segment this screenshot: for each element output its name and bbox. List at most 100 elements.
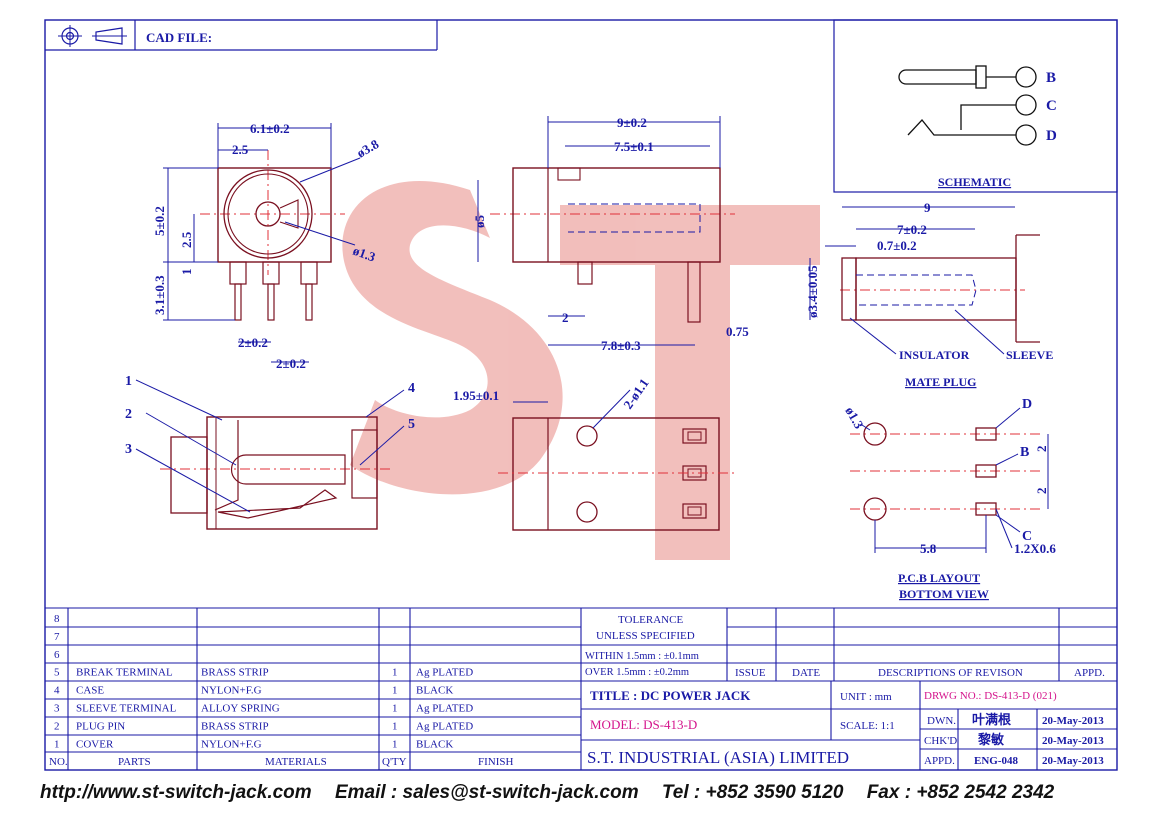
email-link[interactable]: Email : sales@st-switch-jack.com [334,782,639,803]
bom-finish: BLACK [416,685,453,697]
dim-inner: 7.5±0.1 [614,139,654,154]
bom-no: 8 [54,613,60,625]
title-block-grid [45,607,1117,770]
dim-plug-dia: ø3.4±0.05 [805,265,820,318]
bom-no: 3 [54,703,60,715]
drawing-title: TITLE : DC POWER JACK [590,688,751,703]
dim-pitch-2: 2±0.2 [276,356,306,371]
dim-holes: 2-ø1.1 [620,376,652,412]
appd-date: 20-May-2013 [1042,755,1104,767]
dim-length: 9±0.2 [617,115,647,130]
appd-name: ENG-048 [974,755,1019,767]
callout-1: 1 [125,374,132,389]
pcb-pin-b: B [1020,445,1029,460]
cad-header: CAD FILE: [45,20,438,51]
bom-material: BRASS STRIP [201,667,269,679]
pcb-layout: ø1.3 D B C 2 2 5.8 1.2X0.6 P.C.B LAYOUT … [842,397,1056,601]
bom-finish: Ag PLATED [416,720,473,732]
tolerance-block: TOLERANCE UNLESS SPECIFIED WITHIN 1.5mm … [585,614,699,678]
bom-part: SLEEVE TERMINAL [76,703,177,715]
pcb-dim-5-8: 5.8 [920,541,937,556]
revision-appd: APPD. [1074,667,1105,679]
pcb-hole-dia: ø1.3 [842,404,867,432]
chk-date: 20-May-2013 [1042,735,1104,747]
cad-file-label: CAD FILE: [146,30,212,45]
bom-header-no: NO. [49,756,68,768]
bom-material: ALLOY SPRING [201,703,280,715]
dim-1-95: 1.95±0.1 [453,388,499,403]
drawing-number: DRWG NO.: DS-413-D (021) [924,690,1057,702]
bom-headers: NO. PARTS MATERIALS Q'TY FINISH [49,756,514,768]
tolerance-over: OVER 1.5mm : ±0.2mm [585,667,689,678]
revision-issue: ISSUE [735,667,766,679]
dim-plug-7: 7±0.2 [897,222,927,237]
appd-label: APPD. [924,755,955,767]
bom-material: NYLON+F.G [201,738,262,750]
bom-finish: BLACK [416,738,453,750]
tolerance-subtitle: UNLESS SPECIFIED [596,630,695,642]
pcb-pin-d: D [1022,397,1032,412]
schematic-label: SCHEMATIC [938,175,1011,189]
dwn-label: DWN. [927,715,956,727]
bom-part: COVER [76,738,114,750]
website-link[interactable]: http://www.st-switch-jack.com [40,782,312,803]
dim-pin-dia: ø1.3 [351,243,378,265]
pcb-slot: 1.2X0.6 [1014,541,1056,556]
bom-finish: Ag PLATED [416,667,473,679]
bom-no: 4 [54,685,60,697]
schematic-pin-c: C [1046,98,1057,114]
mate-plug: 9 7±0.2 0.7±0.2 ø3.4±0.05 INSULATOR SLEE… [805,200,1053,389]
bom-qty: 1 [392,738,398,750]
dim-pitch-1: 2±0.2 [238,335,268,350]
schematic-pin-d: D [1046,128,1057,144]
bom-no: 6 [54,649,60,661]
dim-plug-07: 0.7±0.2 [877,238,917,253]
dim-2: 2 [562,310,569,325]
unit: UNIT : mm [840,691,892,703]
pcb-dim-2a: 2 [1034,446,1049,453]
revision-desc: DESCRIPTIONS OF REVISON [878,667,1023,679]
dim-height: 5±0.2 [152,206,167,236]
projection-symbol-icon [58,25,127,47]
bom-qty: 1 [392,720,398,732]
bom-material: BRASS STRIP [201,720,269,732]
callout-5: 5 [408,417,415,432]
mate-plug-label: MATE PLUG [905,375,976,389]
bom-material: NYLON+F.G [201,685,262,697]
side-view: 9±0.2 7.5±0.1 ø5 2 7.8±0.3 0.75 [472,115,749,353]
dim-hole-dia: ø3.8 [354,136,382,161]
dwn-date: 20-May-2013 [1042,715,1104,727]
contact-footer: http://www.st-switch-jack.com Email : sa… [40,782,1140,808]
bom-no: 7 [54,631,60,643]
dim-7-8: 7.8±0.3 [601,338,641,353]
bom-finish: Ag PLATED [416,703,473,715]
bom-header-materials: MATERIALS [265,756,327,768]
dim-2-5-side: 2.5 [179,231,194,248]
sleeve-label: SLEEVE [1006,348,1053,362]
bottom-view-label: BOTTOM VIEW [899,587,989,601]
bom-qty: 1 [392,667,398,679]
revision-header: ISSUE DATE DESCRIPTIONS OF REVISON APPD. [735,667,1105,679]
insulator-label: INSULATOR [899,348,970,362]
st-watermark: ST [342,180,820,560]
chk-name: 黎敏 [978,732,1005,747]
bom-header-qty: Q'TY [382,756,407,768]
schematic: B C D SCHEMATIC [833,19,1118,193]
scale: SCALE: 1:1 [840,720,895,732]
bom-no: 5 [54,667,60,679]
bom-no: 2 [54,720,60,732]
dwn-name: 叶满根 [972,712,1012,727]
callout-3: 3 [125,442,132,457]
callout-4: 4 [408,381,415,396]
model: MODEL: DS-413-D [590,717,697,732]
callout-2: 2 [125,407,132,422]
dim-plug-len: 9 [924,200,931,215]
dim-width: 6.1±0.2 [250,121,290,136]
dim-phi5: ø5 [472,215,487,229]
front-view: 6.1±0.2 2.5 ø3.8 ø1.3 5±0.2 2.5 1 3.1±0.… [152,121,382,371]
tolerance-within: WITHIN 1.5mm : ±0.1mm [585,651,699,662]
dim-0-75: 0.75 [726,324,749,339]
section-view: 1 2 3 4 5 [125,374,415,530]
bom-qty: 1 [392,703,398,715]
